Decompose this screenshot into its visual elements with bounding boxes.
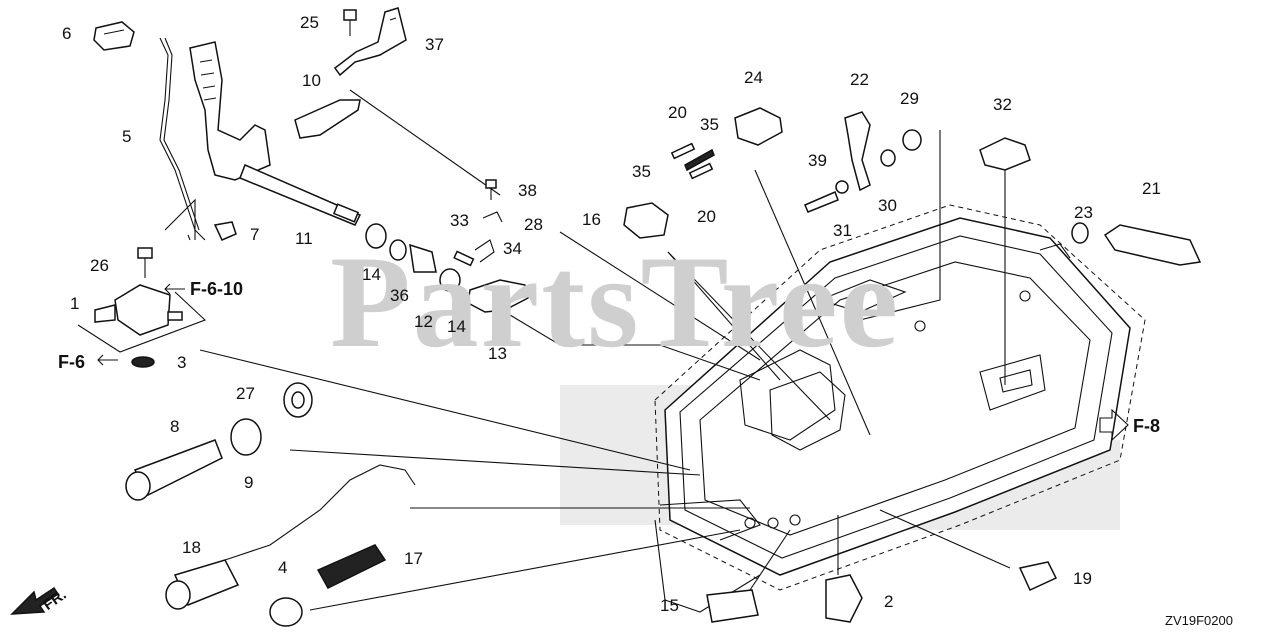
callout-37: 37 — [425, 35, 444, 54]
callout-15: 15 — [660, 596, 679, 615]
part-1-switch — [94, 247, 183, 336]
f8-arrow-icon — [1099, 408, 1129, 442]
callout-20a: 20 — [668, 103, 687, 122]
callout-10: 10 — [302, 71, 321, 90]
callout-2: 2 — [884, 592, 894, 611]
callout-8: 8 — [170, 417, 180, 436]
callout-35b: 35 — [632, 162, 651, 181]
callout-11: 11 — [295, 229, 313, 248]
part-10-bracket — [294, 99, 361, 139]
callout-27: 27 — [236, 384, 255, 403]
callout-20b: 20 — [697, 207, 716, 226]
f610-arrow-icon — [164, 283, 185, 295]
callout-4: 4 — [278, 558, 288, 577]
diagram-code: ZV19F0200 — [1165, 613, 1233, 628]
part-17-spring — [316, 544, 387, 589]
part-19-clip — [1018, 561, 1058, 591]
part-spacers — [365, 223, 461, 292]
callout-14a: 14 — [362, 265, 381, 284]
callout-36: 36 — [390, 286, 409, 305]
callout-22: 22 — [850, 70, 869, 89]
part-2-clamp — [825, 574, 863, 623]
callout-12: 12 — [414, 312, 433, 331]
callout-3: 3 — [177, 353, 187, 372]
part-32-cap — [979, 137, 1031, 171]
part-3-washer — [131, 356, 155, 368]
part-24-block — [734, 107, 783, 146]
callout-35a: 35 — [700, 115, 719, 134]
callout-14b: 14 — [447, 317, 466, 336]
bottom-cowl-housing — [654, 204, 1146, 613]
callout-9: 9 — [244, 473, 254, 492]
part-pins — [670, 142, 715, 180]
callout-6: 6 — [62, 24, 72, 43]
callout-39: 39 — [808, 151, 827, 170]
ref-f8: F-8 — [1133, 416, 1160, 436]
part-knob-grip — [125, 382, 313, 501]
callout-17: 17 — [404, 549, 423, 568]
callout-21: 21 — [1142, 179, 1161, 198]
part-37-bracket — [333, 7, 407, 77]
callout-38: 38 — [518, 181, 537, 200]
part-5-rod — [159, 37, 206, 241]
callout-18: 18 — [182, 538, 201, 557]
callout-13: 13 — [488, 344, 507, 363]
callout-34: 34 — [503, 239, 522, 258]
part-15-pad — [706, 589, 759, 623]
callout-30: 30 — [878, 196, 897, 215]
callout-1: 1 — [70, 294, 80, 313]
callout-5: 5 — [122, 127, 132, 146]
callout-32: 32 — [993, 95, 1012, 114]
callout-29: 29 — [900, 89, 919, 108]
part-7-clip — [213, 221, 237, 241]
callout-23: 23 — [1074, 203, 1093, 222]
callout-24: 24 — [744, 68, 763, 87]
part-21-lever — [1071, 222, 1202, 266]
part-13-bracket — [467, 279, 529, 313]
part-gear-lever — [189, 41, 362, 226]
part-25-bolt — [343, 9, 357, 36]
callout-16: 16 — [582, 210, 601, 229]
callout-26: 26 — [90, 256, 109, 275]
part-6-clip — [93, 21, 135, 51]
part-small-hardware — [453, 179, 503, 267]
ref-f6: F-6 — [58, 352, 85, 372]
part-4-plug — [269, 597, 303, 627]
callout-7: 7 — [250, 225, 260, 244]
leader-lines — [77, 89, 1011, 611]
callout-31: 31 — [833, 221, 852, 240]
callout-25: 25 — [300, 13, 319, 32]
part-16-grommet — [623, 202, 669, 239]
fr-arrow-icon — [10, 586, 60, 615]
ref-f610: F-6-10 — [190, 279, 244, 299]
part-22-bracket — [804, 111, 922, 213]
callout-19: 19 — [1073, 569, 1092, 588]
part-18-connector — [165, 464, 416, 610]
callout-33: 33 — [450, 211, 469, 230]
callout-28: 28 — [524, 215, 543, 234]
f6-arrow-icon — [97, 354, 118, 366]
